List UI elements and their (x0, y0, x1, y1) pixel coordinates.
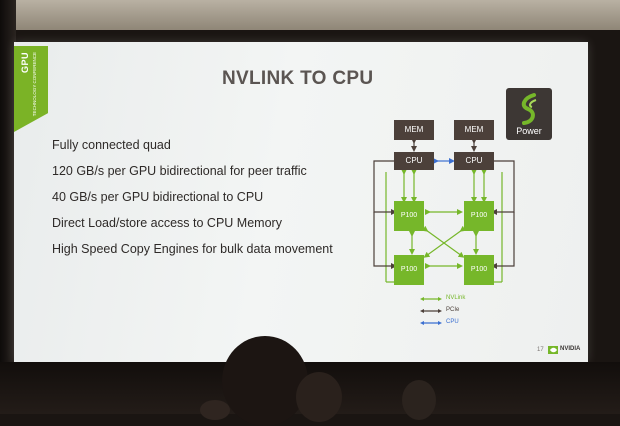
badge-main-text: GPU (20, 52, 30, 74)
audience-shoulder (200, 400, 230, 420)
pcie-line (491, 160, 515, 215)
mem-box: MEM (394, 120, 434, 140)
pcie-line (373, 212, 397, 269)
gpu-box: P100 (394, 255, 424, 285)
room-wall (0, 0, 620, 30)
bullet-item: High Speed Copy Engines for bulk data mo… (52, 242, 333, 256)
power-logo-text: Power (516, 126, 542, 136)
audience-head (296, 372, 342, 422)
badge-sub-text: TECHNOLOGY CONFERENCE (32, 52, 37, 117)
gpu-box: P100 (464, 255, 494, 285)
legend-label: PCIe (446, 307, 460, 313)
gpu-box: P100 (464, 201, 494, 231)
diagram-links (373, 138, 515, 285)
cpu-box: CPU (394, 152, 434, 170)
bullet-item: Fully connected quad (52, 138, 171, 152)
audience-head (402, 380, 436, 420)
legend-label: CPU (446, 319, 459, 325)
power-logo: Power (506, 88, 552, 140)
bullet-item: Direct Load/store access to CPU Memory (52, 216, 282, 230)
bullet-list: Fully connected quad 120 GB/s per GPU bi… (52, 138, 333, 268)
nvidia-eye-icon (548, 346, 558, 354)
audience-head (222, 336, 308, 426)
pcie-line (373, 160, 397, 215)
slide-title: NVLINK TO CPU (222, 68, 374, 89)
legend-arrow-icon (420, 309, 442, 313)
pcie-line (491, 212, 515, 269)
nvidia-logo: NVIDIA (548, 346, 580, 355)
mem-box: MEM (454, 120, 494, 140)
bullet-item: 120 GB/s per GPU bidirectional for peer … (52, 164, 307, 178)
footer-brand: NVIDIA (560, 346, 581, 352)
gpu-box: P100 (394, 201, 424, 231)
power-swirl-icon (521, 93, 537, 125)
legend-label: NVLink (446, 295, 466, 301)
page-number: 17 (537, 347, 544, 353)
legend-arrow-icon (420, 321, 442, 325)
legend-arrow-icon (420, 297, 442, 301)
nvlink-line (423, 225, 467, 258)
cpu-box: CPU (454, 152, 494, 170)
room-left-edge (0, 0, 16, 414)
bullet-item: 40 GB/s per GPU bidirectional to CPU (52, 190, 264, 204)
